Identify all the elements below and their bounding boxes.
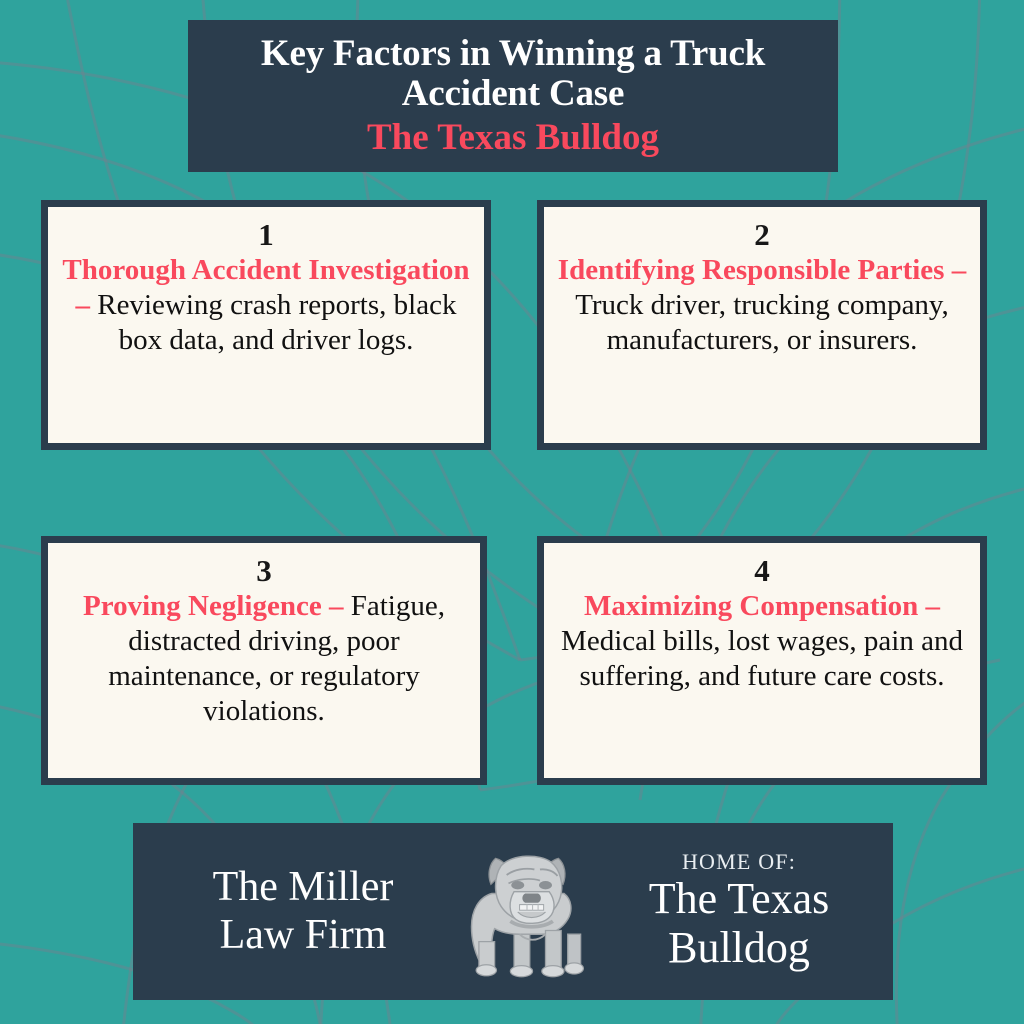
factor-card-3: 3 Proving Negligence – Fatigue, distract… — [41, 536, 487, 785]
firm-name-line-1: The Miller — [212, 864, 394, 911]
factor-description: Truck driver, trucking company, manufact… — [575, 289, 949, 357]
header-banner: Key Factors in Winning a Truck Accident … — [188, 20, 838, 172]
factor-number: 3 — [256, 553, 272, 588]
brand-name: The Texas Bulldog — [605, 874, 873, 972]
factor-dash: – — [944, 254, 967, 286]
factor-text: Identifying Responsible Parties – Truck … — [556, 253, 968, 358]
page-title: Key Factors in Winning a Truck Accident … — [260, 32, 766, 114]
factor-description: Fatigue, distracted driving, poor mainte… — [108, 590, 445, 728]
factor-card-1: 1 Thorough Accident Investigation – Revi… — [41, 200, 491, 450]
brand-name-line-2: Bulldog — [668, 922, 810, 972]
factor-lead: Proving Negligence — [83, 590, 322, 622]
factor-dash: – — [321, 590, 351, 622]
factor-number: 1 — [258, 217, 274, 252]
factor-text: Thorough Accident Investigation – Review… — [60, 253, 472, 358]
factor-card-4: 4 Maximizing Compensation – Medical bill… — [537, 536, 987, 785]
factor-dash: – — [75, 289, 98, 322]
factor-description: Medical bills, lost wages, pain and suff… — [561, 625, 963, 693]
factor-description: Reviewing crash reports, black box data,… — [97, 289, 457, 357]
factor-text: Maximizing Compensation – Medical bills,… — [556, 589, 968, 694]
factor-card-2: 2 Identifying Responsible Parties – Truc… — [537, 200, 987, 450]
home-of-label: HOME OF: — [681, 849, 797, 875]
factor-number: 2 — [754, 217, 770, 252]
law-firm-name: The Miller Law Firm — [153, 864, 453, 958]
factor-lead: Thorough Accident Investigation — [62, 254, 470, 286]
bulldog-icon — [470, 855, 585, 977]
brand-block: HOME OF: The Texas Bulldog — [605, 851, 873, 972]
factor-lead: Maximizing Compensation — [583, 590, 919, 622]
firm-name-line-2: Law Firm — [219, 911, 387, 958]
brand-name-line-1: The Texas — [648, 874, 830, 924]
footer-logo-bar: The Miller Law Firm — [133, 823, 893, 1000]
factor-text: Proving Negligence – Fatigue, distracted… — [60, 589, 468, 729]
factor-dash: – — [918, 590, 941, 622]
page-subtitle: The Texas Bulldog — [366, 116, 659, 158]
factor-lead: Identifying Responsible Parties — [557, 254, 945, 286]
factor-number: 4 — [754, 553, 770, 588]
